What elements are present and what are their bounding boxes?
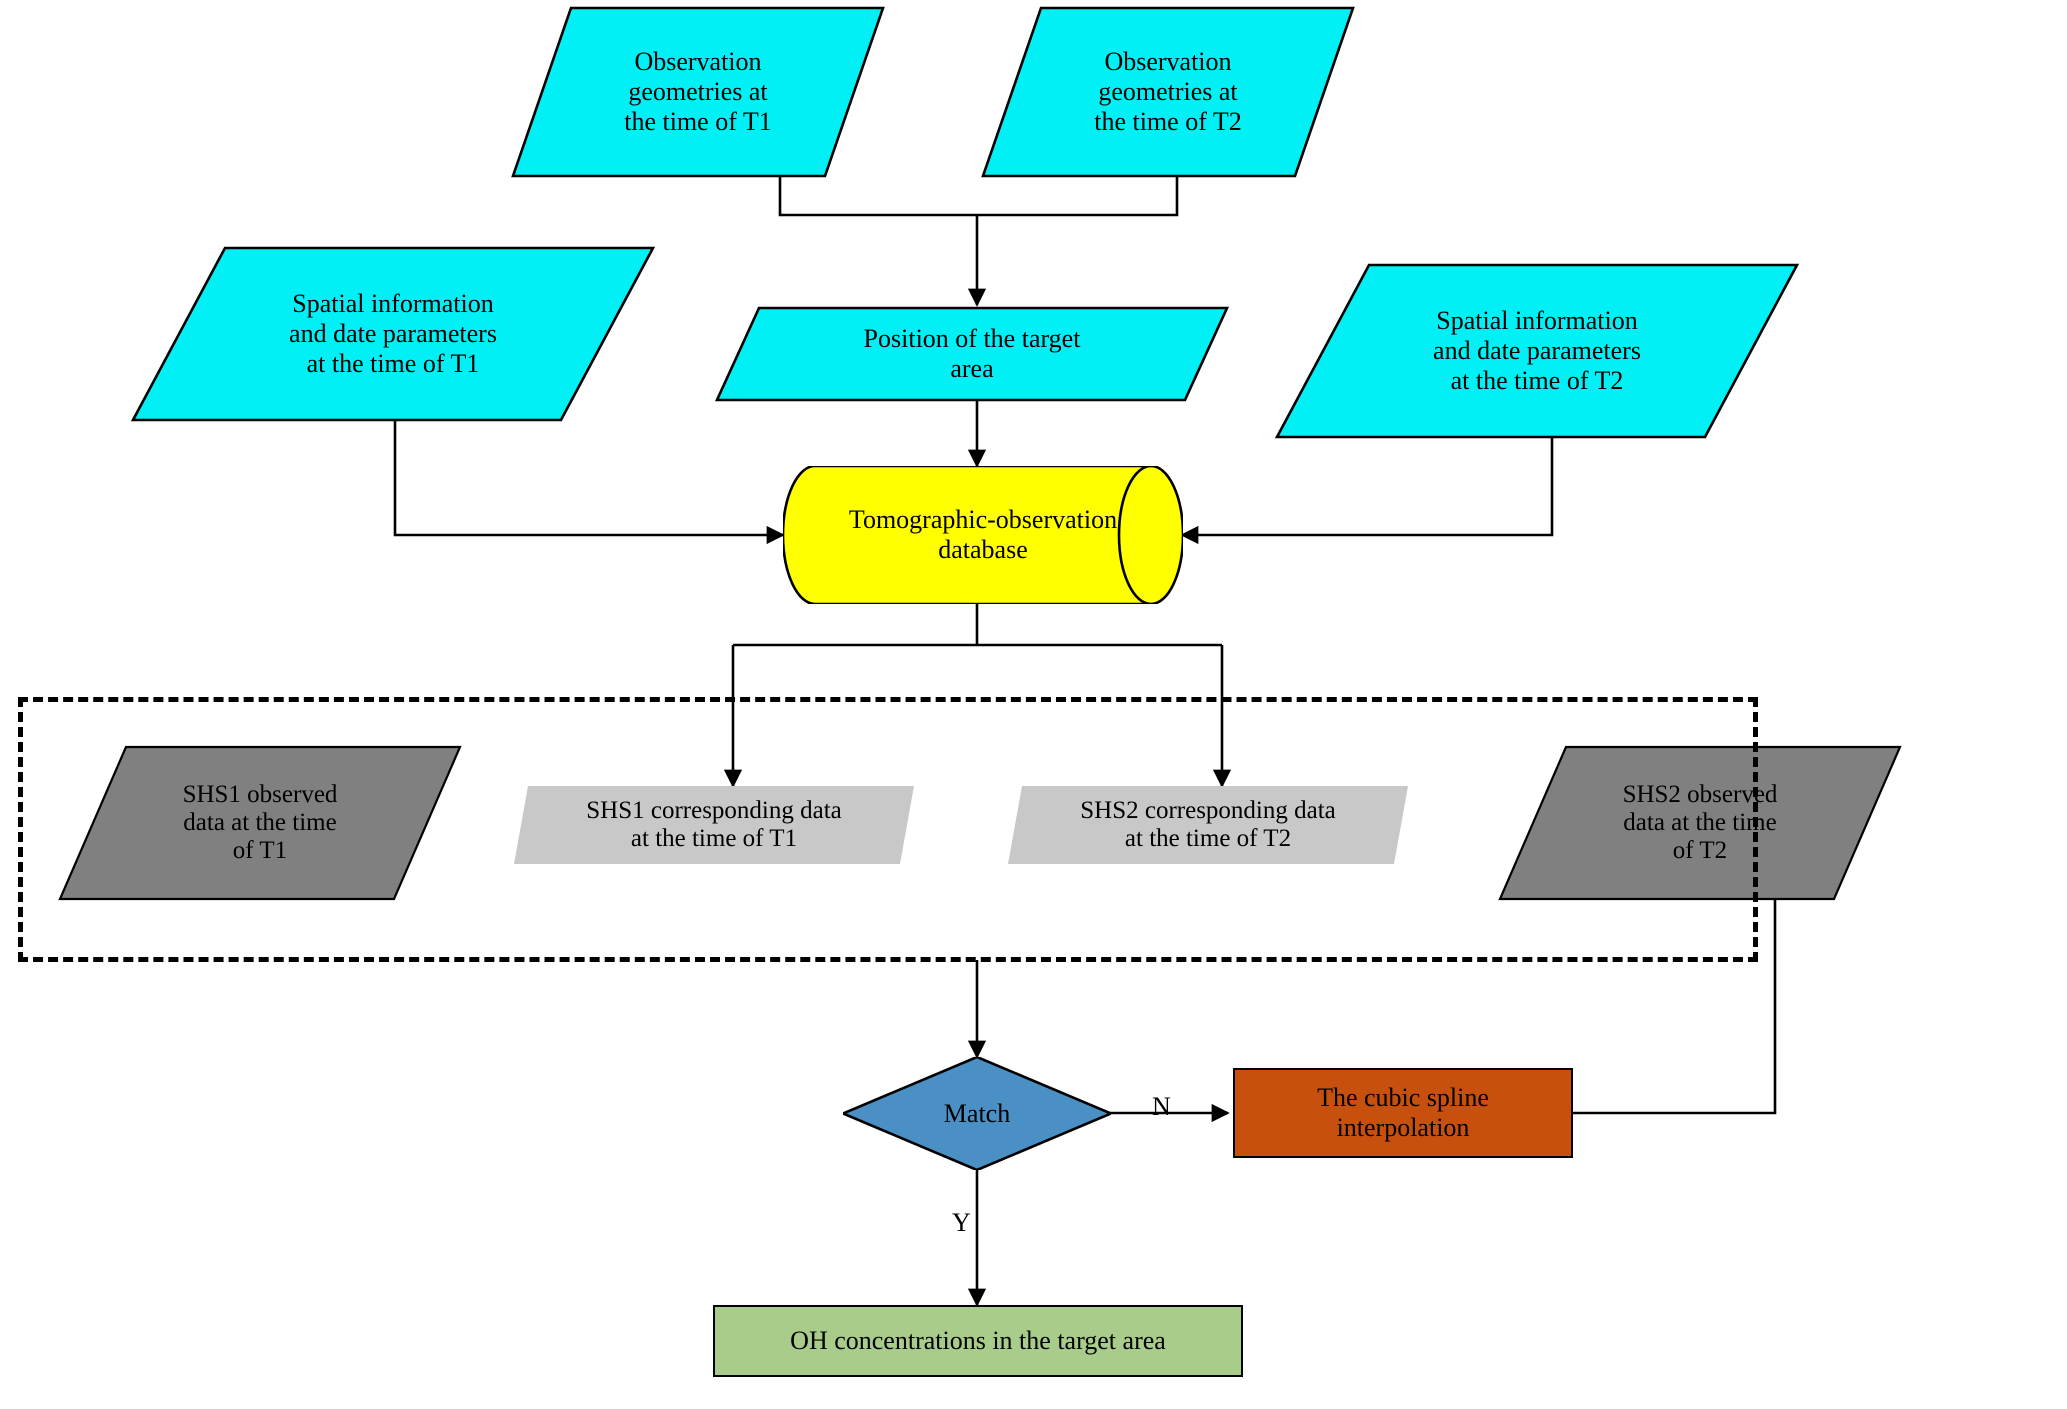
node-label: Match [943, 1098, 1011, 1128]
node-match-decision[interactable]: Match [843, 1057, 1111, 1170]
node-cubic-spline-interpolation[interactable]: The cubic spline interpolation [1233, 1068, 1573, 1158]
parallelogram-shape [514, 786, 914, 864]
edge-label-yes: Y [952, 1208, 971, 1237]
node-tomographic-observation-database[interactable]: Tomographic-observation database [783, 466, 1183, 604]
node-oh-concentrations[interactable]: OH concentrations in the target area [713, 1305, 1243, 1377]
node-label: Spatial information and date parameters … [1433, 306, 1641, 395]
diamond-shape [843, 1057, 1111, 1170]
parallelogram-shape [1008, 786, 1408, 864]
node-observation-geometries-t2[interactable]: Observation geometries at the time of T2 [981, 6, 1355, 178]
parallelogram-shape [1498, 745, 1902, 901]
node-label: SHS2 corresponding data at the time of T… [1080, 797, 1336, 852]
parallelogram-shape [981, 6, 1355, 178]
node-spatial-info-t2[interactable]: Spatial information and date parameters … [1274, 263, 1800, 439]
node-label: Position of the target area [863, 324, 1081, 383]
wire-obsgeom-t1 [778, 176, 977, 217]
node-label: Observation geometries at the time of T2 [1094, 47, 1242, 136]
wire-spatial-t2-to-database [1180, 438, 1554, 545]
node-shs2-observed-data[interactable]: SHS2 observed data at the time of T2 [1498, 745, 1902, 901]
node-label: Observation geometries at the time of T1 [624, 47, 772, 136]
node-label: SHS1 corresponding data at the time of T… [586, 797, 842, 852]
node-label: SHS2 observed data at the time of T2 [1622, 781, 1778, 864]
wire-obsgeom-t2 [977, 176, 1179, 217]
node-observation-geometries-t1[interactable]: Observation geometries at the time of T1 [511, 6, 885, 178]
parallelogram-shape [511, 6, 885, 178]
node-target-position[interactable]: Position of the target area [714, 306, 1230, 402]
node-label: Spatial information and date parameters … [289, 289, 497, 378]
node-shs1-observed-data[interactable]: SHS1 observed data at the time of T1 [58, 745, 462, 901]
node-shs1-corresponding-data[interactable]: SHS1 corresponding data at the time of T… [514, 786, 914, 864]
parallelogram-shape [130, 246, 656, 422]
parallelogram-shape [58, 745, 462, 901]
node-spatial-info-t1[interactable]: Spatial information and date parameters … [130, 246, 656, 422]
node-label: The cubic spline interpolation [1317, 1083, 1489, 1142]
node-shs2-corresponding-data[interactable]: SHS2 corresponding data at the time of T… [1008, 786, 1408, 864]
node-label: OH concentrations in the target area [790, 1326, 1166, 1355]
cylinder-shape [783, 466, 1183, 604]
node-label: Tomographic-observation database [848, 505, 1118, 564]
parallelogram-shape [714, 306, 1230, 402]
wire-spatial-t1-to-database [393, 420, 785, 545]
edge-label-no: N [1152, 1092, 1171, 1121]
node-label: SHS1 observed data at the time of T1 [182, 781, 338, 864]
parallelogram-shape [1274, 263, 1800, 439]
